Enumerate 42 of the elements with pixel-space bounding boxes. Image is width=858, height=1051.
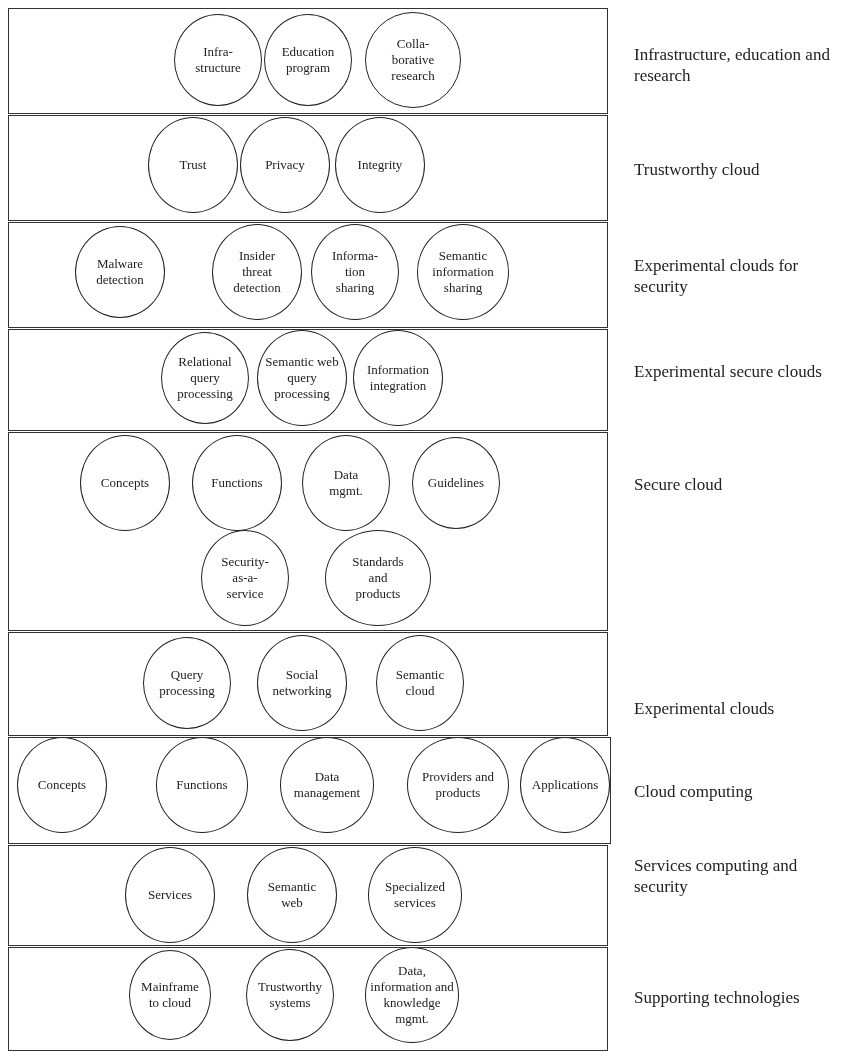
layer-label: Experimental clouds	[634, 698, 776, 719]
topic-circle: Services	[125, 847, 215, 943]
topic-circle: Privacy	[240, 117, 330, 213]
topic-circle: Informa- tion sharing	[311, 224, 399, 320]
topic-circle: Trustworthy systems	[246, 949, 334, 1041]
topic-circle: Semantic web query processing	[257, 330, 347, 426]
topic-circle: Data management	[280, 737, 374, 833]
topic-circle: Query processing	[143, 637, 231, 729]
topic-circle: Data, information and knowledge mgmt.	[365, 947, 459, 1043]
topic-circle: Providers and products	[407, 737, 509, 833]
topic-circle: Semantic cloud	[376, 635, 464, 731]
topic-circle: Social networking	[257, 635, 347, 731]
topic-circle: Insider threat detection	[212, 224, 302, 320]
layer-label: Services computing and security	[634, 855, 799, 897]
topic-circle: Applications	[520, 737, 610, 833]
topic-circle: Functions	[192, 435, 282, 531]
topic-circle: Standards and products	[325, 530, 431, 626]
layer-label: Experimental clouds for security	[634, 255, 800, 297]
layer-label: Experimental secure clouds	[634, 361, 823, 382]
topic-circle: Semantic information sharing	[417, 224, 509, 320]
topic-circle: Concepts	[80, 435, 170, 531]
topic-circle: Information integration	[353, 330, 443, 426]
topic-circle: Concepts	[17, 737, 107, 833]
topic-circle: Guidelines	[412, 437, 500, 529]
topic-circle: Relational query processing	[161, 332, 249, 424]
layer-label: Secure cloud	[634, 474, 724, 495]
topic-circle: Specialized services	[368, 847, 462, 943]
layer-label: Trustworthy cloud	[634, 159, 761, 180]
topic-circle: Functions	[156, 737, 248, 833]
topic-circle: Trust	[148, 117, 238, 213]
topic-circle: Colla- borative research	[365, 12, 461, 108]
topic-circle: Infra- structure	[174, 14, 262, 106]
layer-label: Supporting technologies	[634, 987, 801, 1008]
layer-label: Infrastructure, education and research	[634, 44, 831, 86]
topic-circle: Integrity	[335, 117, 425, 213]
topic-circle: Education program	[264, 14, 352, 106]
topic-circle: Malware detection	[75, 226, 165, 318]
layer-label: Cloud computing	[634, 781, 754, 802]
topic-circle: Mainframe to cloud	[129, 950, 211, 1040]
topic-circle: Security- as-a- service	[201, 530, 289, 626]
topic-circle: Data mgmt.	[302, 435, 390, 531]
topic-circle: Semantic web	[247, 847, 337, 943]
